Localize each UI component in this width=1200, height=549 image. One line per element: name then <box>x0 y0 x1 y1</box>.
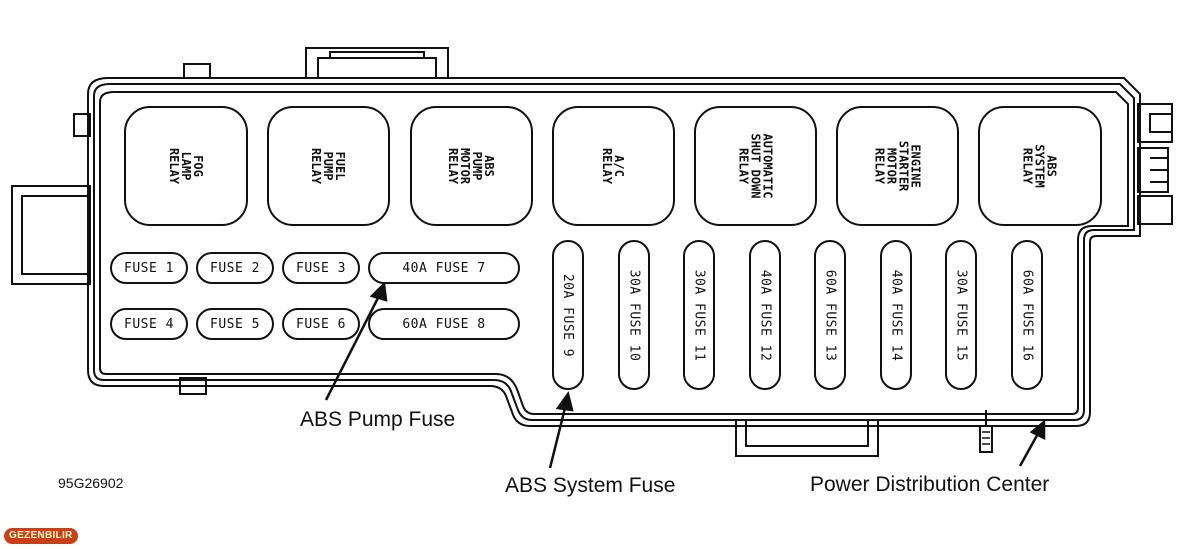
bottom-connector <box>735 420 879 457</box>
relay-engine-starter-motor: ENGINE STARTER MOTOR RELAY <box>836 106 959 226</box>
abs-system-fuse-callout: ABS System Fuse <box>505 474 676 497</box>
fuse-8: 60A FUSE 8 <box>368 308 520 340</box>
fuse-1: FUSE 1 <box>110 252 188 284</box>
right-connector <box>1137 103 1173 143</box>
fuse-5: FUSE 5 <box>196 308 274 340</box>
relay-label: AUTOMATIC SHUT DOWN RELAY <box>736 133 775 199</box>
abs-pump-fuse-leader <box>324 293 382 401</box>
fuse-13: 60A FUSE 13 <box>814 240 846 390</box>
fuse-label: 60A FUSE 13 <box>822 269 838 361</box>
fuse-label: 40A FUSE 12 <box>757 269 773 361</box>
fuse-9: 20A FUSE 9 <box>552 240 584 390</box>
fuse-label: 30A FUSE 10 <box>626 269 642 361</box>
figure-id: 95G26902 <box>58 475 124 491</box>
fuse-label: 30A FUSE 15 <box>953 269 969 361</box>
relay-ac: A/C RELAY <box>552 106 675 226</box>
watermark-logo: GEZENBILIR <box>4 528 78 544</box>
fuse-3: FUSE 3 <box>282 252 360 284</box>
fuse-label: 20A FUSE 9 <box>560 273 576 357</box>
power-distribution-center-callout: Power Distribution Center <box>810 473 1050 496</box>
relay-fuel-pump: FUEL PUMP RELAY <box>267 106 390 226</box>
fuse-16: 60A FUSE 16 <box>1011 240 1043 390</box>
top-connector <box>305 47 449 78</box>
relay-label: ABS SYSTEM RELAY <box>1020 144 1059 188</box>
relay-abs-system: ABS SYSTEM RELAY <box>978 106 1102 226</box>
fuse-11: 30A FUSE 11 <box>683 240 715 390</box>
housing-outer <box>87 77 1141 427</box>
fuse-label: 60A FUSE 16 <box>1019 269 1035 361</box>
stud <box>979 425 993 453</box>
power-distribution-center-leader <box>1018 429 1042 467</box>
relay-label: FOG LAMP RELAY <box>167 147 205 185</box>
fuse-10: 30A FUSE 10 <box>618 240 650 390</box>
fuse-14: 40A FUSE 14 <box>880 240 912 390</box>
fuse-6: FUSE 6 <box>282 308 360 340</box>
fuse-4: FUSE 4 <box>110 308 188 340</box>
relay-label: ABS PUMP MOTOR RELAY <box>446 147 497 185</box>
relay-fog-lamp: FOG LAMP RELAY <box>124 106 248 226</box>
relay-automatic-shut-down: AUTOMATIC SHUT DOWN RELAY <box>694 106 817 226</box>
fuse-label: 40A FUSE 14 <box>888 269 904 361</box>
fuse-2: FUSE 2 <box>196 252 274 284</box>
fuse-label: 30A FUSE 11 <box>691 269 707 361</box>
abs-pump-fuse-callout: ABS Pump Fuse <box>300 408 456 431</box>
relay-abs-pump-motor: ABS PUMP MOTOR RELAY <box>410 106 533 226</box>
abs-system-fuse-leader <box>548 403 568 469</box>
relay-label: FUEL PUMP RELAY <box>309 147 348 185</box>
left-connector <box>11 185 91 285</box>
relay-label: ENGINE STARTER MOTOR RELAY <box>872 140 923 192</box>
fuse-15: 30A FUSE 15 <box>945 240 977 390</box>
fuse-12: 40A FUSE 12 <box>749 240 781 390</box>
fuse-7: 40A FUSE 7 <box>368 252 520 284</box>
relay-label: A/C RELAY <box>600 147 627 185</box>
